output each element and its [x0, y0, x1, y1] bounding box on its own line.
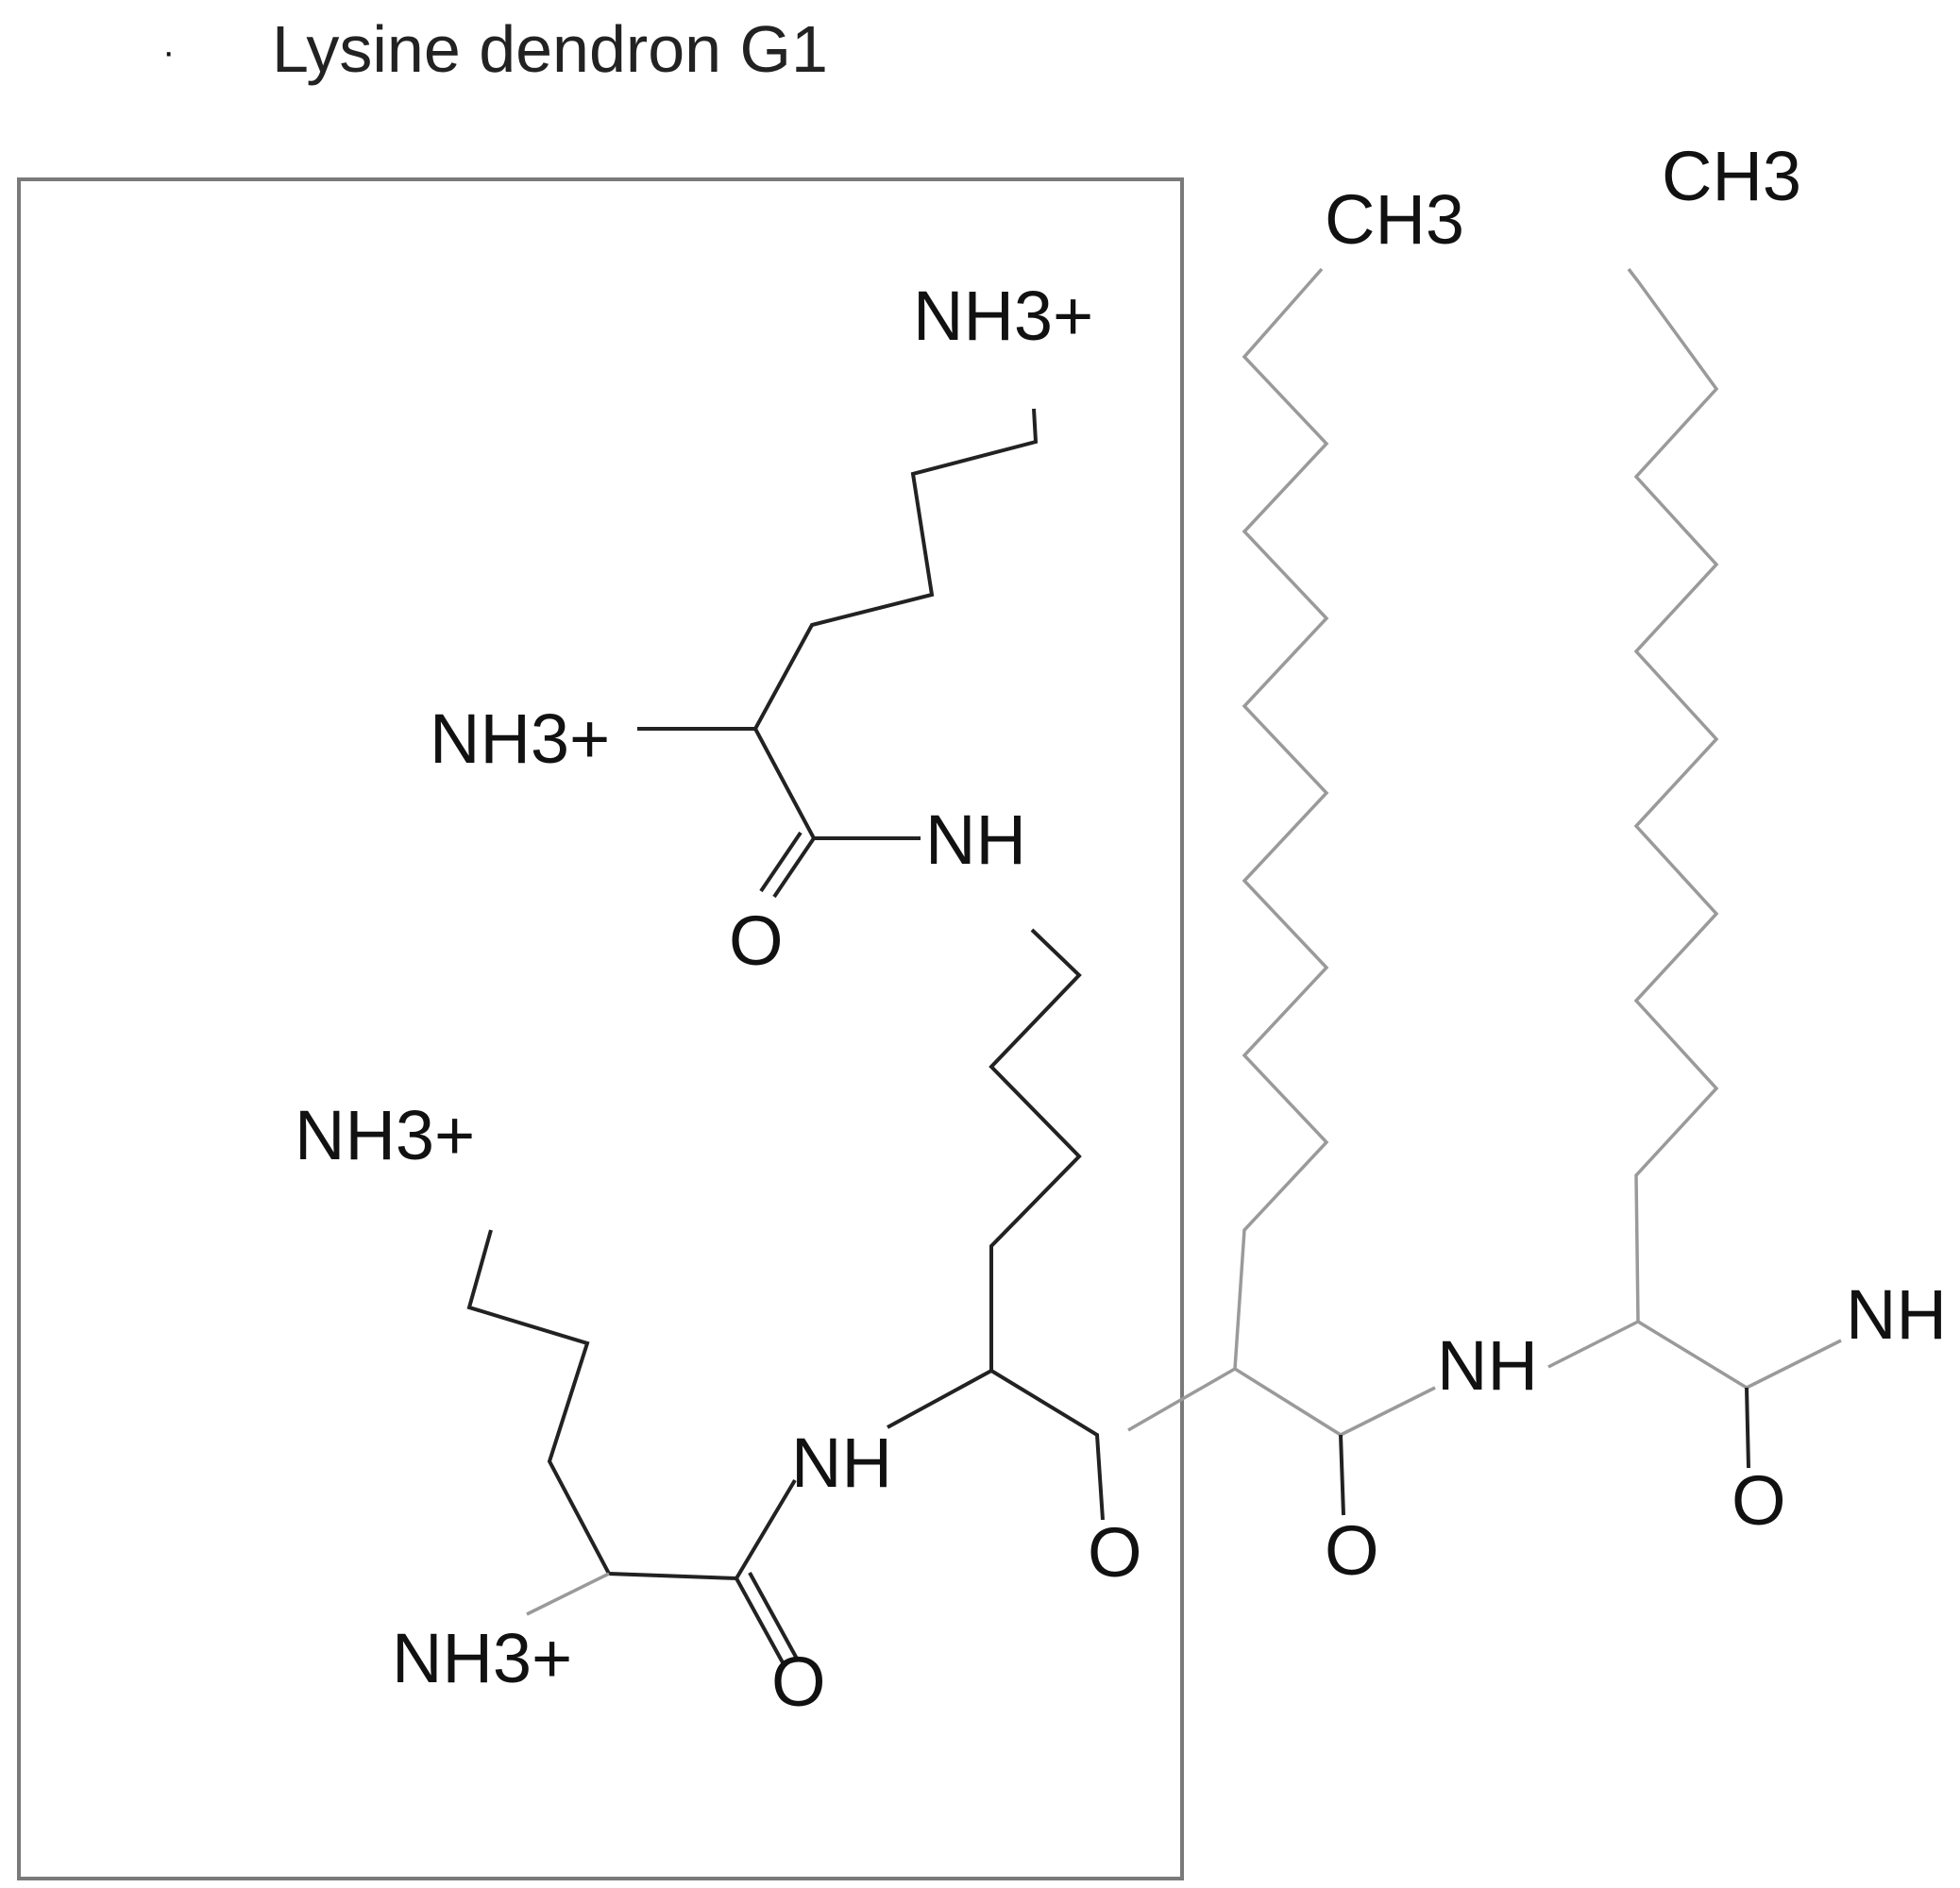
- left-tail-carbonyl-bond: [1234, 1367, 1342, 1437]
- left-alkyl-tail: [1127, 267, 1436, 1516]
- upper-carbonyl-bond-a: [772, 836, 816, 899]
- label-nh3-mid: NH3+: [430, 700, 610, 778]
- core-side-chain-bond: [988, 928, 1105, 1521]
- lower-left-carbonyl-bond-b: [748, 1572, 799, 1660]
- left-tail-link-bond: [1127, 1367, 1236, 1432]
- label-o-chain: O: [1325, 1511, 1379, 1590]
- right-tail-nh-bond: [1547, 1320, 1639, 1369]
- right-tail-zigzag: [1627, 267, 1719, 1323]
- label-nh-end: NH: [1846, 1275, 1947, 1354]
- left-tail-zigzag: [1233, 267, 1329, 1370]
- label-ch3-right: CH3: [1662, 137, 1801, 215]
- label-o-lower-left: O: [771, 1643, 826, 1721]
- label-o-mid: O: [1088, 1513, 1142, 1592]
- label-nh-upper: NH: [925, 801, 1026, 879]
- left-tail-co-bond: [1339, 1434, 1345, 1516]
- label-nh-lower: NH: [791, 1424, 892, 1502]
- lower-left-lysine-unit: [466, 1229, 799, 1665]
- label-nh3-lower-left: NH3+: [295, 1096, 475, 1174]
- lower-left-alpha-amine-bond: [526, 1572, 610, 1616]
- upper-side-chain-bond: [752, 408, 1039, 840]
- right-tail-amide-bond: [1746, 1339, 1842, 1390]
- title-bullet: ·: [162, 31, 175, 73]
- dendron-box: [17, 177, 1184, 1880]
- right-tail-co-bond: [1745, 1387, 1750, 1469]
- label-o-upper: O: [729, 902, 784, 980]
- label-ch3-left: CH3: [1325, 180, 1464, 259]
- left-tail-amide-bond: [1340, 1386, 1436, 1437]
- upper-carbonyl-bond-b: [759, 831, 803, 893]
- lower-left-carbonyl-bond-a: [735, 1577, 786, 1665]
- right-tail-carbonyl-bond: [1637, 1320, 1748, 1390]
- core-nh-bond: [887, 1369, 992, 1429]
- label-nh3-top: NH3+: [913, 277, 1093, 355]
- label-o-end: O: [1732, 1461, 1786, 1540]
- right-alkyl-tail: [1547, 267, 1842, 1469]
- label-nh3-bottom: NH3+: [392, 1619, 572, 1697]
- lower-left-side-chain-bond: [466, 1229, 797, 1581]
- label-nh-chain: NH: [1437, 1326, 1538, 1405]
- core-lysine-unit: [887, 928, 1105, 1521]
- upper-lysine-unit: [637, 408, 1039, 899]
- diagram-title: Lysine dendron G1: [272, 12, 828, 86]
